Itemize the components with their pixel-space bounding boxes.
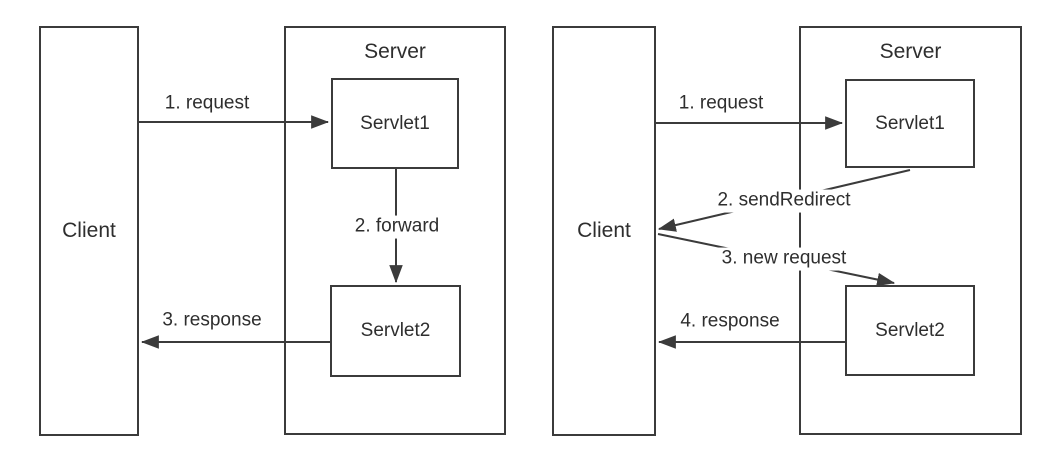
redirect-request-arrow-label: 1. request xyxy=(673,92,769,116)
redirect-servlet2-box: Servlet2 xyxy=(845,285,975,376)
forward-servlet2-box: Servlet2 xyxy=(330,285,461,377)
forward-client-box: Client xyxy=(39,26,139,436)
forward-servlet1-label: Servlet1 xyxy=(360,112,430,134)
redirect-newrequest-arrow-label: 3. new request xyxy=(716,247,852,271)
forward-request-arrow-label: 1. request xyxy=(159,92,255,116)
redirect-sendredirect-arrow-label: 2. sendRedirect xyxy=(712,189,856,213)
redirect-servlet1-box: Servlet1 xyxy=(845,79,975,168)
forward-response-arrow-label: 3. response xyxy=(157,309,267,333)
redirect-servlet1-label: Servlet1 xyxy=(875,112,945,134)
forward-forward-arrow-label: 2. forward xyxy=(349,215,445,239)
forward-servlet1-box: Servlet1 xyxy=(331,78,459,169)
forward-client-label: Client xyxy=(62,219,116,242)
forward-servlet2-label: Servlet2 xyxy=(360,320,431,341)
redirect-client-label: Client xyxy=(577,219,631,242)
redirect-client-box: Client xyxy=(552,26,656,436)
forward-server-box: Server xyxy=(284,26,506,435)
redirect-server-label: Server xyxy=(879,40,942,63)
forward-server-label: Server xyxy=(364,40,426,63)
redirect-response-arrow-label: 4. response xyxy=(675,310,785,334)
redirect-servlet2-label: Servlet2 xyxy=(875,319,945,341)
redirect-server-box: Server xyxy=(799,26,1022,435)
